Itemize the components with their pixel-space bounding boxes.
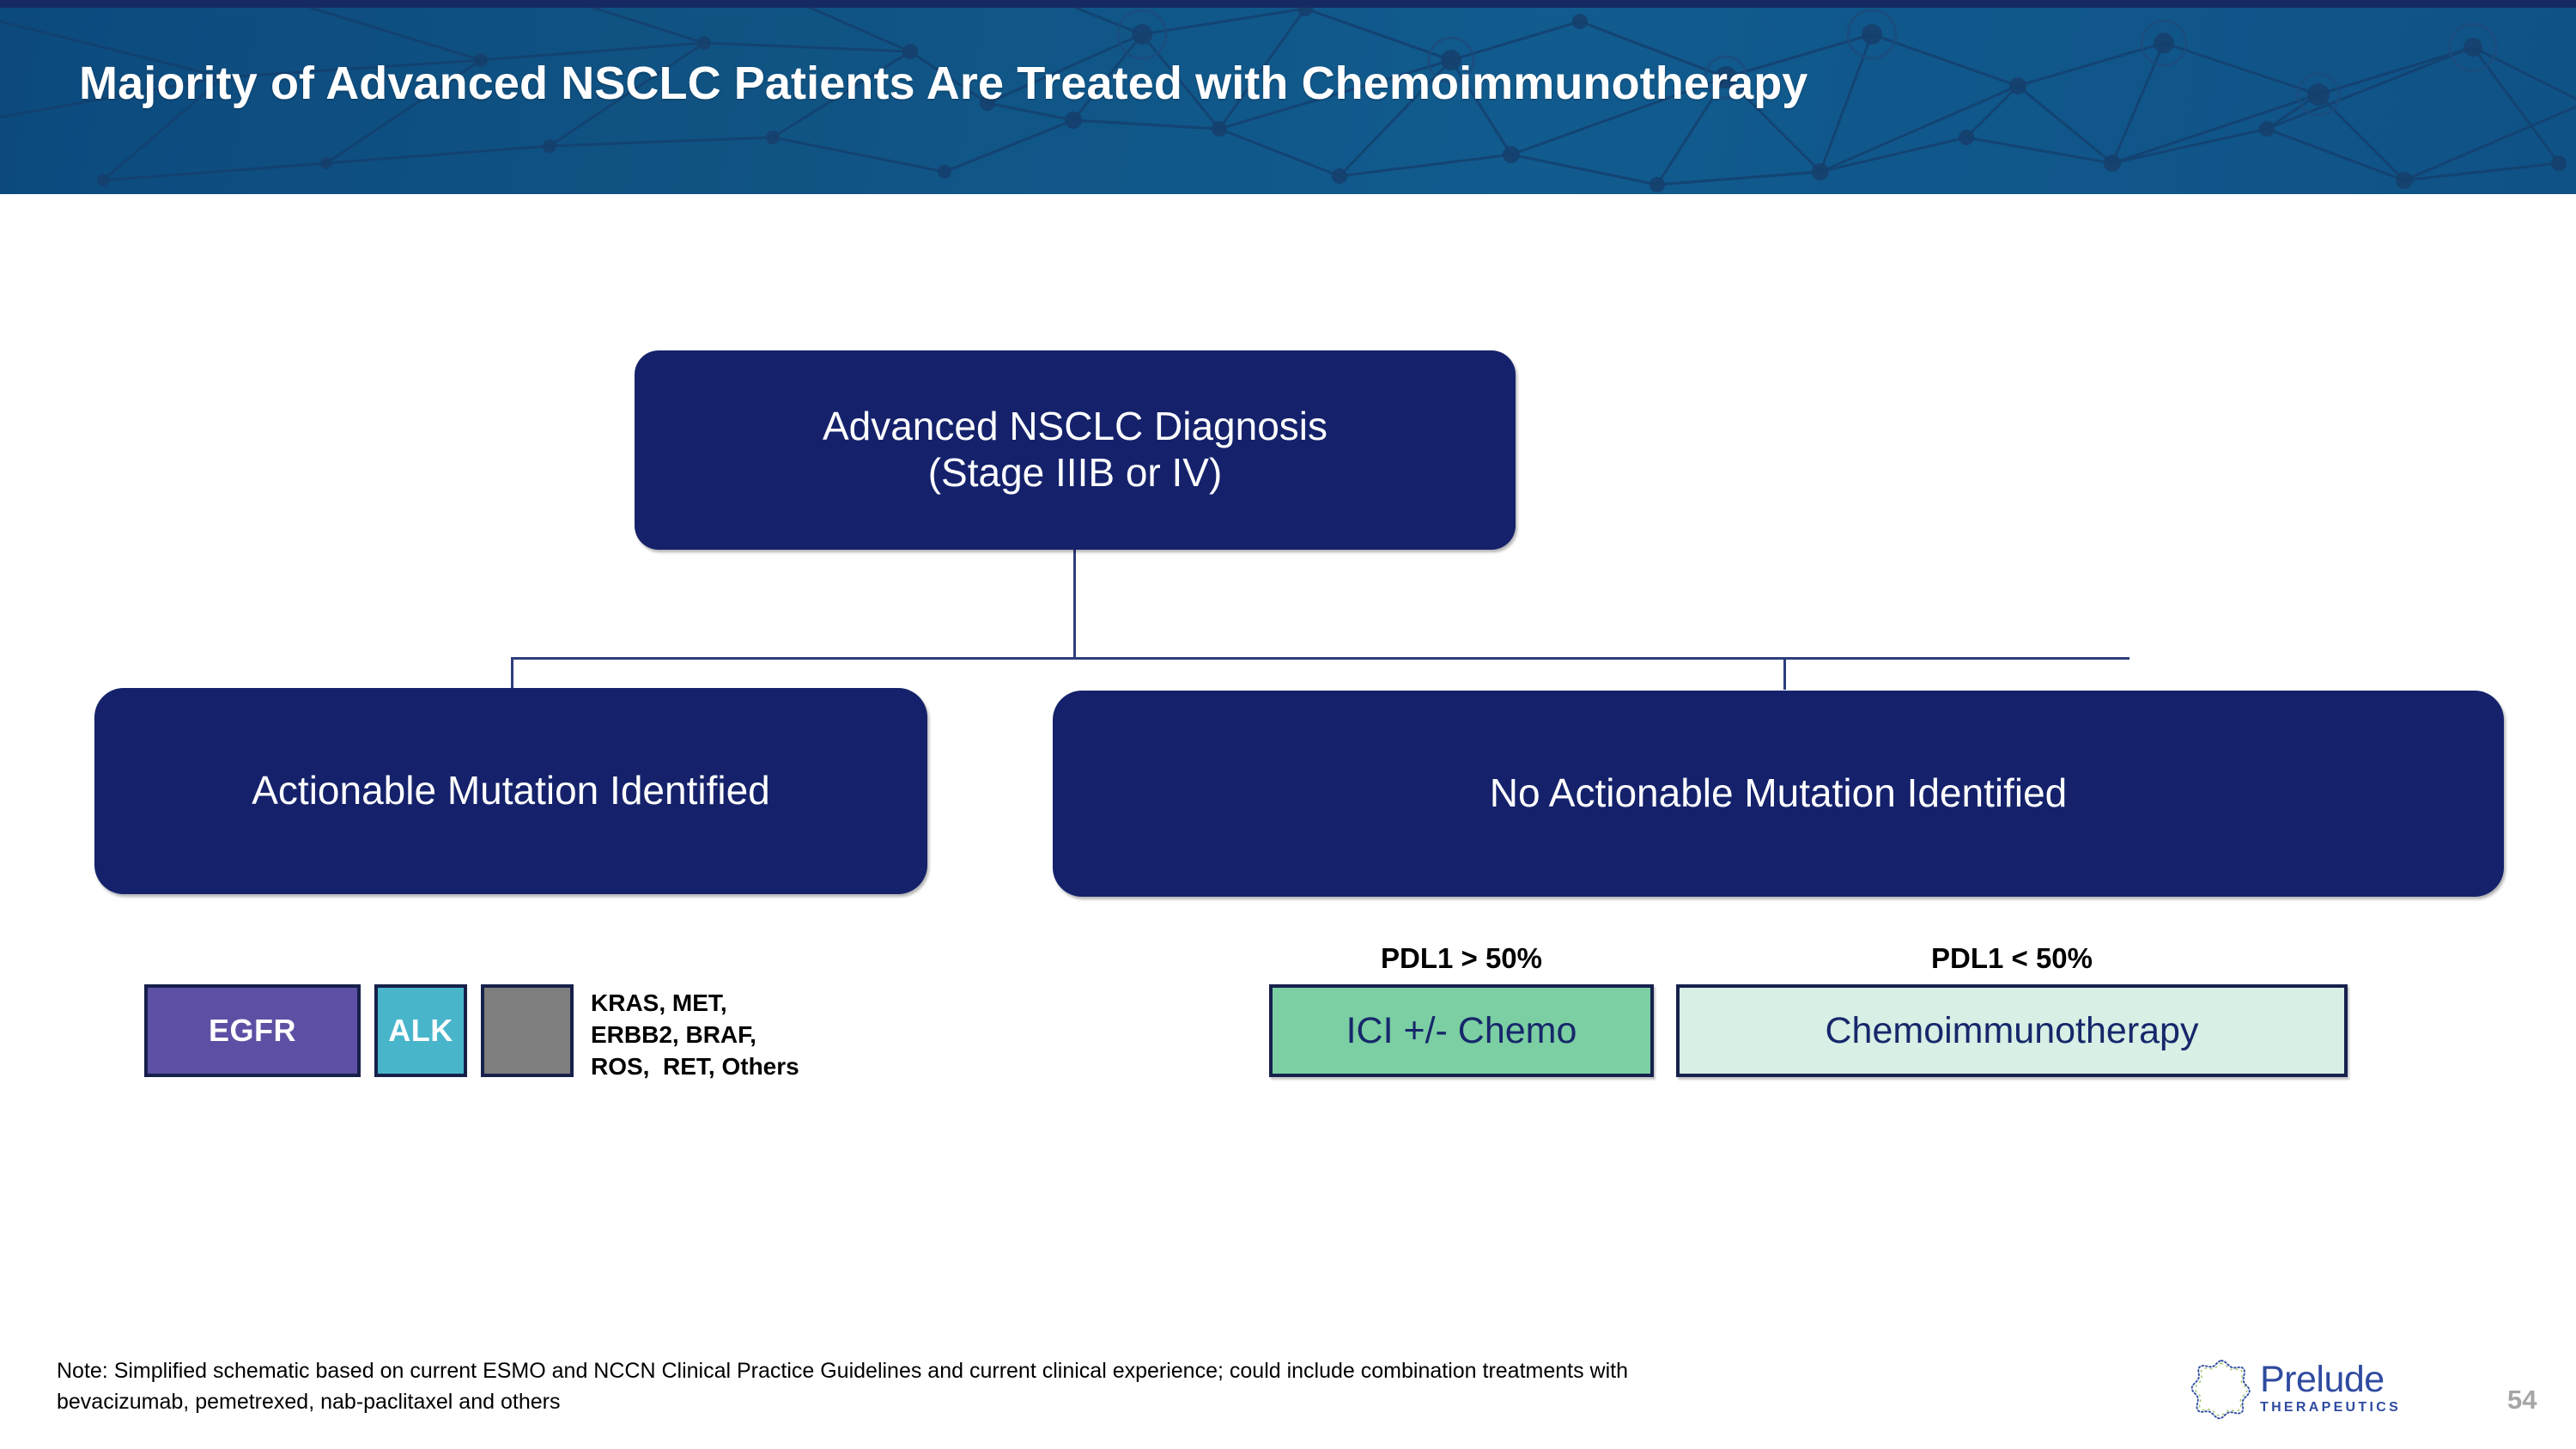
- prelude-logo-wordmark: Prelude: [2260, 1358, 2385, 1400]
- prelude-logo-text: Prelude THERAPEUTICS: [2260, 1358, 2402, 1416]
- connector-left-drop: [511, 657, 513, 690]
- treatment-box-ici-chemo-label: ICI +/- Chemo: [1346, 1009, 1577, 1051]
- footnote-line-1: Note: Simplified schematic based on curr…: [57, 1359, 1629, 1383]
- page-number: 54: [2507, 1385, 2537, 1415]
- mutation-other-genes-note: KRAS, MET, ERBB2, BRAF, ROS, RET, Others: [591, 989, 799, 1080]
- mutation-chip-egfr: EGFR: [144, 984, 361, 1077]
- treatment-box-ici-chemo: ICI +/- Chemo: [1269, 984, 1654, 1077]
- mutation-chip-alk: ALK: [374, 984, 467, 1077]
- mutation-chip-other: [481, 984, 574, 1077]
- slide-title: Majority of Advanced NSCLC Patients Are …: [79, 58, 1808, 109]
- connector-horizontal-bar: [511, 657, 2129, 660]
- network-pattern-graphic: [0, 0, 2576, 192]
- actionable-mutation-label: Actionable Mutation Identified: [252, 768, 770, 813]
- prelude-starburst-icon: [2190, 1360, 2251, 1420]
- mutation-chip-alk-label: ALK: [388, 1013, 453, 1048]
- prelude-logo-subtitle: THERAPEUTICS: [2260, 1400, 2402, 1416]
- header-top-strip: [0, 0, 2576, 8]
- pdl1-high-label: PDL1 > 50%: [1380, 942, 1542, 974]
- pdl1-low-label: PDL1 < 50%: [1930, 942, 2093, 974]
- treatment-box-chemoimmunotherapy-label: Chemoimmunotherapy: [1825, 1009, 2199, 1051]
- mutation-chip-egfr-label: EGFR: [208, 1013, 296, 1048]
- mutation-chip-row: EGFR ALK KRAS, MET, ERBB2, BRAF, ROS, RE…: [144, 984, 799, 1083]
- flow-node-actionable-mutation: Actionable Mutation Identified: [94, 688, 927, 894]
- no-actionable-mutation-label: No Actionable Mutation Identified: [1489, 770, 2068, 816]
- flow-node-no-actionable-mutation: No Actionable Mutation Identified: [1053, 691, 2504, 897]
- diagnosis-line-2: (Stage IIIB or IV): [927, 450, 1223, 495]
- footnote-line-2: bevacizumab, pemetrexed, nab-paclitaxel …: [57, 1390, 561, 1415]
- slide-footnote: Note: Simplified schematic based on curr…: [57, 1355, 2117, 1418]
- flow-node-diagnosis: Advanced NSCLC Diagnosis (Stage IIIB or …: [635, 350, 1516, 550]
- diagnosis-line-1: Advanced NSCLC Diagnosis: [822, 404, 1328, 449]
- connector-root-stem: [1073, 550, 1076, 659]
- connector-right-drop: [1783, 657, 1786, 690]
- prelude-logo: Prelude THERAPEUTICS: [2188, 1355, 2401, 1422]
- treatment-box-chemoimmunotherapy: Chemoimmunotherapy: [1676, 984, 2348, 1077]
- slide-header-banner: Majority of Advanced NSCLC Patients Are …: [0, 0, 2576, 194]
